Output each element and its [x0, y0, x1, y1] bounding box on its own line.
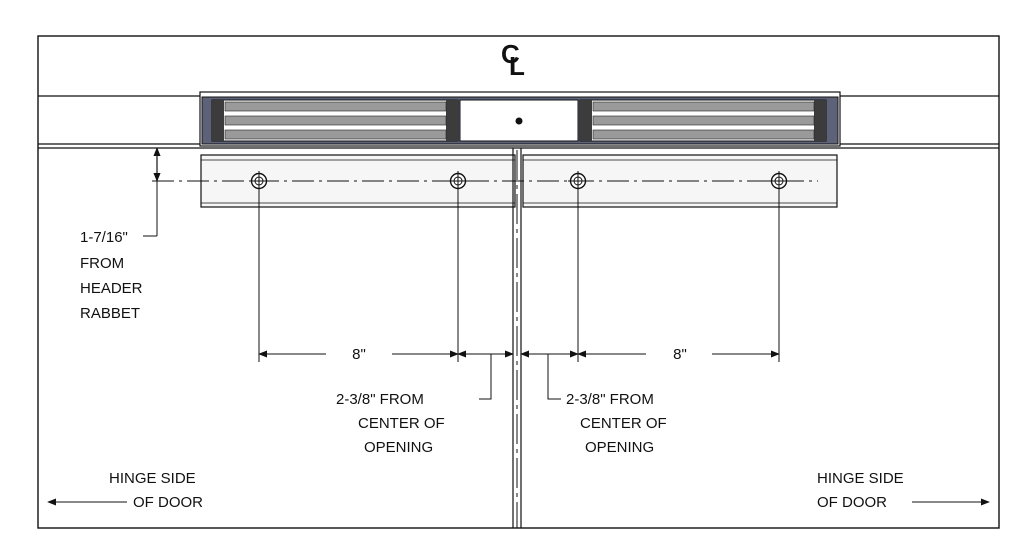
dimension-right-8in: 8" — [577, 346, 780, 363]
mounting-hole — [448, 171, 468, 191]
svg-text:OPENING: OPENING — [364, 439, 433, 456]
left-offset-note: 2-3/8" FROM CENTER OF OPENING — [336, 391, 445, 456]
svg-text:HINGE SIDE: HINGE SIDE — [109, 470, 196, 487]
mounting-hole — [769, 171, 789, 191]
rabbet-note: 1-7/16" FROM HEADER RABBET — [80, 229, 143, 322]
svg-text:8": 8" — [673, 346, 687, 363]
door-edge-lines — [512, 148, 522, 528]
mounting-hole — [249, 171, 269, 191]
svg-text:C: C — [501, 39, 520, 69]
dimension-left-offset — [457, 350, 514, 400]
dimension-left-8in: 8" — [258, 346, 459, 363]
svg-text:OF DOOR: OF DOOR — [817, 494, 887, 511]
right-offset-note: 2-3/8" FROM CENTER OF OPENING — [566, 391, 667, 456]
centerline-symbol: C L — [501, 39, 525, 81]
svg-text:CENTER OF: CENTER OF — [580, 415, 667, 432]
svg-text:L: L — [509, 51, 525, 81]
center-screw-dot — [515, 117, 523, 125]
svg-text:2-3/8" FROM: 2-3/8" FROM — [566, 391, 654, 408]
svg-text:OF DOOR: OF DOOR — [133, 494, 203, 511]
hinge-side-left: HINGE SIDE OF DOOR — [47, 470, 203, 511]
hinge-side-right: HINGE SIDE OF DOOR — [817, 470, 990, 511]
svg-text:CENTER OF: CENTER OF — [358, 415, 445, 432]
svg-text:2-3/8" FROM: 2-3/8" FROM — [336, 391, 424, 408]
svg-text:FROM: FROM — [80, 255, 124, 272]
dimension-right-offset — [520, 350, 579, 400]
mounting-hole — [568, 171, 588, 191]
svg-text:HEADER: HEADER — [80, 280, 143, 297]
outer-frame — [37, 35, 1000, 529]
svg-text:HINGE SIDE: HINGE SIDE — [817, 470, 904, 487]
rabbet-dimension — [143, 147, 161, 237]
svg-text:8": 8" — [352, 346, 366, 363]
extension-lines — [258, 190, 780, 362]
svg-text:RABBET: RABBET — [80, 305, 140, 322]
svg-text:OPENING: OPENING — [585, 439, 654, 456]
svg-text:1-7/16": 1-7/16" — [80, 229, 128, 246]
